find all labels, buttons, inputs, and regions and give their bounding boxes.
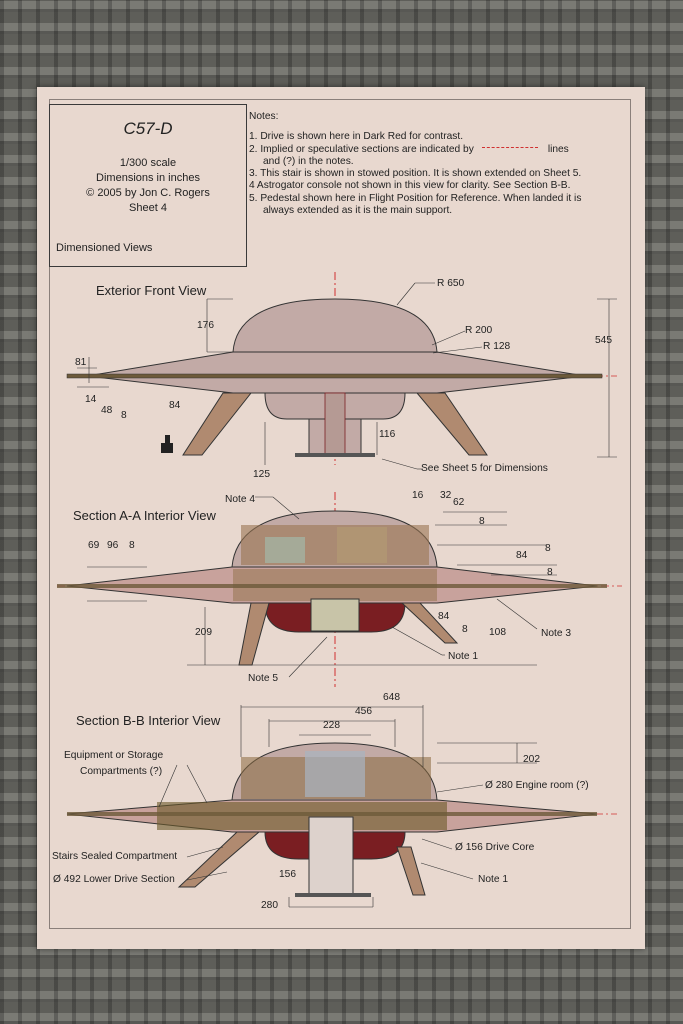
dash-dot-sample xyxy=(481,146,538,148)
drawings-svg xyxy=(57,272,622,908)
note-1: 1. Drive is shown here in Dark Red for c… xyxy=(249,131,464,143)
note4-label: Note 4 xyxy=(225,494,256,505)
dim-69: 69 xyxy=(88,540,100,551)
dim-32: 32 xyxy=(440,490,452,501)
dim-84-b: 84 xyxy=(438,611,450,622)
dim-84-a: 84 xyxy=(516,550,528,561)
units-text: Dimensions in inches xyxy=(96,172,200,184)
note-5-cont: always extended as it is the main suppor… xyxy=(263,205,453,217)
note-2: 2. Implied or speculative sections are i… xyxy=(249,143,569,155)
dim-209: 209 xyxy=(195,627,212,638)
compartments-callout: Compartments (?) xyxy=(80,766,163,777)
dim-r200: R 200 xyxy=(465,325,493,336)
front-view-drawing xyxy=(66,272,617,470)
note-5: 5. Pedestal shown here in Flight Positio… xyxy=(249,192,582,204)
note-3: 3. This stair is shown in stowed positio… xyxy=(249,168,582,180)
dim-81: 81 xyxy=(75,357,87,368)
note1-label-a: Note 1 xyxy=(448,651,479,662)
dim-8-a: 8 xyxy=(479,516,485,527)
dim-228: 228 xyxy=(323,720,340,731)
dim-545: 545 xyxy=(595,335,612,346)
sheet-number: Sheet 4 xyxy=(129,202,167,214)
front-view-title: Exterior Front View xyxy=(96,283,207,298)
see-sheet5-callout: See Sheet 5 for Dimensions xyxy=(421,463,548,474)
section-aa-drawing xyxy=(57,492,622,687)
views-subtitle: Dimensioned Views xyxy=(56,242,153,254)
section-bb-title: Section B-B Interior View xyxy=(76,713,221,728)
drawing-sheet: C57-D 1/300 scale Dimensions in inches ©… xyxy=(37,87,645,949)
dim-456: 456 xyxy=(355,706,372,717)
dim-84: 84 xyxy=(169,400,181,411)
note-2-cont: and (?) in the notes. xyxy=(263,155,354,167)
dim-62: 62 xyxy=(453,497,465,508)
note3-label: Note 3 xyxy=(541,628,572,639)
copyright-text: © 2005 by Jon C. Rogers xyxy=(86,187,210,199)
dim-r650: R 650 xyxy=(437,278,465,289)
lower-drive-callout: Ø 492 Lower Drive Section xyxy=(53,874,175,885)
dim-14: 14 xyxy=(85,394,97,405)
dim-96: 96 xyxy=(107,540,119,551)
dim-156: 156 xyxy=(279,869,296,880)
note1-label-b: Note 1 xyxy=(478,874,509,885)
dim-648: 648 xyxy=(383,692,400,703)
sheet-border xyxy=(49,99,631,929)
dim-48: 48 xyxy=(101,405,113,416)
model-name: C57-D xyxy=(123,119,173,138)
engine-room-callout: Ø 280 Engine room (?) xyxy=(485,780,589,791)
section-bb-drawing xyxy=(66,705,617,908)
dim-116: 116 xyxy=(379,429,396,440)
equipment-callout: Equipment or Storage xyxy=(64,750,164,761)
dim-176: 176 xyxy=(197,320,214,331)
notes-block: Notes: 1. Drive is shown here in Dark Re… xyxy=(249,111,581,217)
dim-8-e: 8 xyxy=(462,624,468,635)
drive-core-callout: Ø 156 Drive Core xyxy=(455,842,535,853)
dim-8-c: 8 xyxy=(545,543,551,554)
notes-heading: Notes: xyxy=(249,111,279,122)
dim-r128: R 128 xyxy=(483,341,511,352)
dim-125: 125 xyxy=(253,469,270,480)
dim-202: 202 xyxy=(523,754,540,765)
dim-280: 280 xyxy=(261,900,278,911)
section-aa-title: Section A-A Interior View xyxy=(73,508,216,523)
note5-label: Note 5 xyxy=(248,673,279,684)
scale-text: 1/300 scale xyxy=(119,157,177,169)
dim-108: 108 xyxy=(489,627,506,638)
note-4: 4 Astrogator console not shown in this v… xyxy=(249,180,571,192)
dim-16: 16 xyxy=(412,490,424,501)
dim-8-d: 8 xyxy=(547,567,553,578)
stairs-callout: Stairs Sealed Compartment xyxy=(52,851,178,862)
title-block: C57-D 1/300 scale Dimensions in inches ©… xyxy=(49,104,247,267)
dim-8: 8 xyxy=(121,410,127,421)
dim-8-b: 8 xyxy=(129,540,135,551)
